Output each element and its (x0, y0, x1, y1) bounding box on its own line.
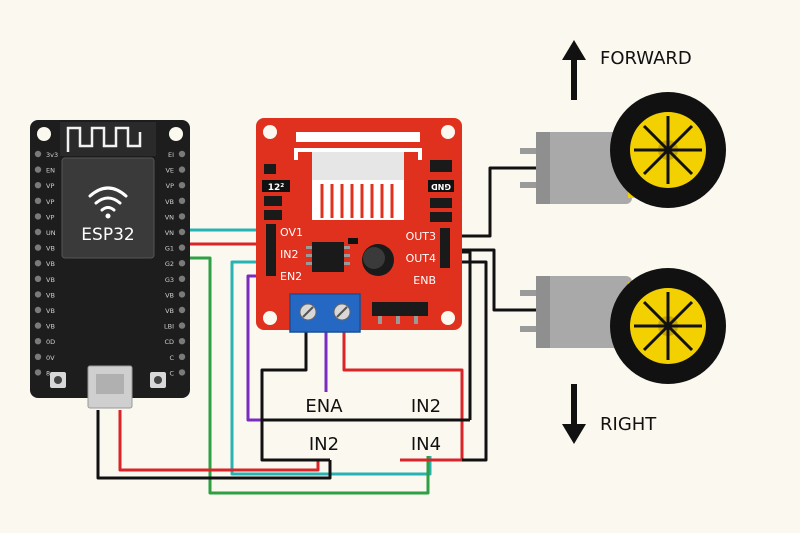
esp32-pin-label: VN (165, 213, 174, 221)
esp32-pin-hole (178, 322, 186, 329)
esp32-pin-hole (34, 213, 42, 220)
motor-1 (520, 92, 726, 208)
esp32-pin-label: VN (165, 229, 174, 237)
label-right: RIGHT (600, 414, 657, 435)
arrow-down-icon (562, 384, 586, 444)
motor-2 (520, 268, 726, 384)
wire-out3-motor1 (448, 166, 540, 238)
pin-out3: OUT3 (406, 230, 436, 243)
heatsink (294, 132, 422, 220)
wire-red-power (118, 410, 320, 472)
esp32-pin-label: VB (46, 260, 55, 268)
label-ena: ENA (305, 396, 343, 417)
esp32-pin-hole (34, 260, 42, 267)
esp32-pin-hole (178, 291, 186, 298)
esp32-pin-label: VB (46, 323, 55, 331)
esp32-pin-label: EI (168, 151, 174, 159)
wire-black-power (96, 410, 332, 480)
esp32-pin-hole (178, 166, 186, 173)
esp32-pin-label: EN (46, 167, 55, 175)
wire-out4-motor2 (448, 248, 540, 312)
marking-12v: 12² (268, 183, 285, 193)
esp32-pin-hole (34, 197, 42, 204)
esp32-pin-label: 0D (46, 338, 55, 346)
esp32-pin-label: CD (164, 338, 174, 346)
esp32-pin-label: G1 (165, 245, 174, 253)
esp32-pin-hole (34, 166, 42, 173)
esp32-pin-label: 0V (46, 354, 55, 362)
esp32-pin-label: C (169, 354, 174, 362)
label-in2-top: IN2 (411, 396, 441, 417)
esp32-pin-label: 3v3 (46, 151, 58, 159)
esp32-pin-hole (34, 338, 42, 345)
wifi-icon (88, 186, 128, 219)
esp32-pin-label: VB (46, 276, 55, 284)
motor-driver-board: 12² GND OV1 IN2 EN2 OUT3 OUT4 ENB (256, 118, 462, 333)
pin-enb: ENB (413, 274, 436, 287)
esp32-pin-hole (178, 353, 186, 360)
esp32-pin-hole (178, 244, 186, 251)
esp32-pin-hole (178, 213, 186, 220)
esp32-pin-hole (178, 306, 186, 314)
pin-in2: IN2 (280, 248, 298, 261)
wires (96, 166, 540, 495)
esp32-pin-label: VB (165, 291, 174, 299)
wire-terminal-red (342, 332, 464, 462)
wire-terminal-black (260, 332, 330, 462)
esp32-pin-label: LBI (164, 323, 174, 331)
terminal-block (289, 293, 361, 333)
wire-cyan-loop (230, 260, 432, 476)
wire-out4-black (448, 260, 488, 462)
esp32-pin-hole (178, 182, 186, 189)
esp32-pin-hole (34, 244, 42, 251)
esp32-pin-hole (34, 322, 42, 329)
esp32-pin-label: VB (46, 245, 55, 253)
arrow-up-icon (562, 40, 586, 100)
esp32-pin-label: VB (165, 307, 174, 315)
esp32-pin-hole (34, 291, 42, 298)
esp32-pin-label: VP (46, 213, 54, 221)
esp32-pin-hole (178, 275, 186, 282)
esp32-pin-hole (34, 306, 42, 314)
marking-gnd: GND (431, 182, 451, 191)
esp32-label: ESP32 (81, 225, 134, 245)
esp32-pin-label: VP (166, 182, 174, 190)
esp32-pin-hole (34, 353, 42, 360)
esp32-pin-label: C (169, 369, 174, 377)
pin-ov1: OV1 (280, 226, 303, 239)
esp32-pin-hole (178, 150, 186, 158)
esp32-pin-label: VB (46, 307, 55, 315)
esp32-pin-hole (178, 260, 186, 267)
esp32-pin-hole (34, 275, 42, 282)
esp32-pin-hole (178, 228, 186, 236)
esp32-pin-hole (178, 338, 186, 345)
label-in2-bottom: IN2 (309, 434, 339, 455)
esp32-pin-label: VE (165, 167, 174, 175)
esp32-pin-label: UN (46, 229, 56, 237)
esp32-pin-label: VP (46, 182, 54, 190)
pin-en2: EN2 (280, 270, 302, 283)
esp32-pin-hole (178, 369, 186, 376)
wire-g3-green (178, 256, 430, 495)
pin-out4: OUT4 (406, 252, 436, 265)
esp32-pin-hole (34, 182, 42, 189)
esp32-pin-hole (34, 369, 42, 376)
esp32-pin-label: VB (165, 198, 174, 206)
esp32-pin-label: 8 (46, 369, 50, 377)
label-in4: IN4 (411, 434, 441, 455)
esp32-pin-label: VP (46, 198, 54, 206)
esp32-pin-hole (34, 228, 42, 236)
esp32-pin-label: G2 (165, 260, 174, 268)
label-forward: FORWARD (600, 48, 692, 69)
esp32-pin-label: VB (46, 291, 55, 299)
esp32-pin-label: G3 (165, 276, 174, 284)
esp32-pin-hole (178, 197, 186, 204)
esp32-pin-hole (34, 150, 42, 158)
